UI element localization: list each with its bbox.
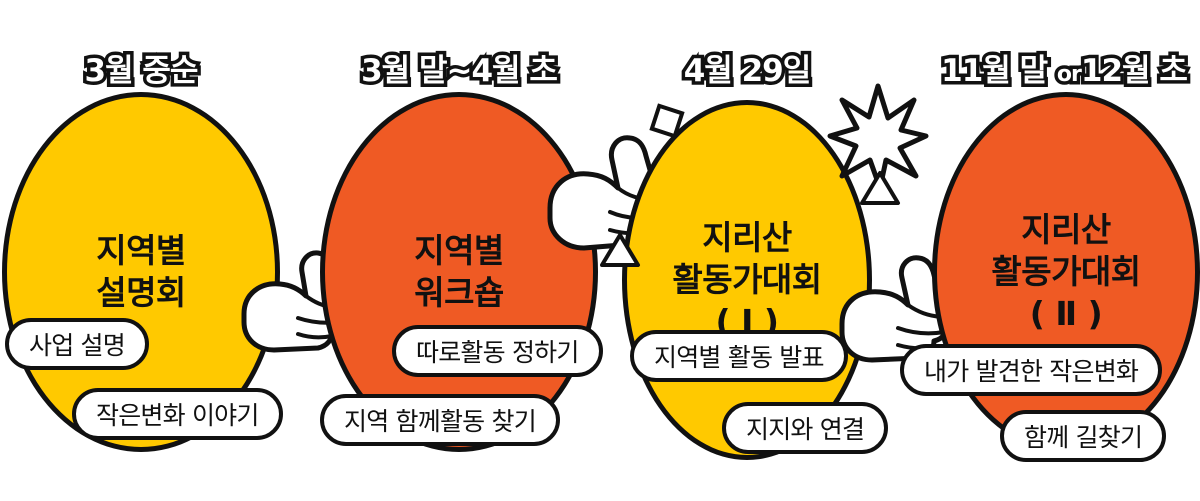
date-part-after: 12월 초 [1077,52,1191,90]
stage-date-label-3: 4월 29일 [680,52,815,90]
date-part-before: 11월 말 [938,52,1057,90]
stage-date-label-1: 3월 중순 [81,52,202,90]
stage-pill-3-1: 지역별 활동 발표 [630,330,848,382]
stage-oval-label-4: 지리산 활동가대회 ( Ⅱ ) [991,209,1141,334]
stage-pill-4-1: 내가 발견한 작은변화 [900,344,1163,396]
stage-pill-2-2: 지역 함께활동 찾기 [320,394,560,446]
stage-date-label-4: 11월 말 or12월 초 [928,52,1200,90]
stage-oval-2: 지역별 워크숍 [320,92,598,452]
stage-oval-label-3: 지리산 활동가대회 ( Ⅰ ) [672,217,822,342]
stage-pill-3-2: 지지와 연결 [722,402,889,454]
stage-pill-1-1: 사업 설명 [5,318,149,370]
stage-oval-label-1: 지역별 설명회 [96,230,186,312]
triangle-up-icon [858,168,902,208]
stage-pill-1-2: 작은변화 이야기 [72,388,283,440]
stage-pill-2-1: 따로활동 정하기 [392,325,603,377]
triangle-up-icon [598,230,642,270]
stage-oval-3: 지리산 활동가대회 ( Ⅰ ) [622,100,872,460]
rotated-square-icon [646,100,688,142]
stage-oval-label-2: 지역별 워크숍 [414,230,504,312]
stage-date-label-2: 3월 말~4월 초 [358,52,562,90]
stage-pill-4-2: 함께 길찾기 [1000,410,1167,462]
stage-oval-4: 지리산 활동가대회 ( Ⅱ ) [932,92,1200,452]
date-part-or: or [1053,60,1085,89]
